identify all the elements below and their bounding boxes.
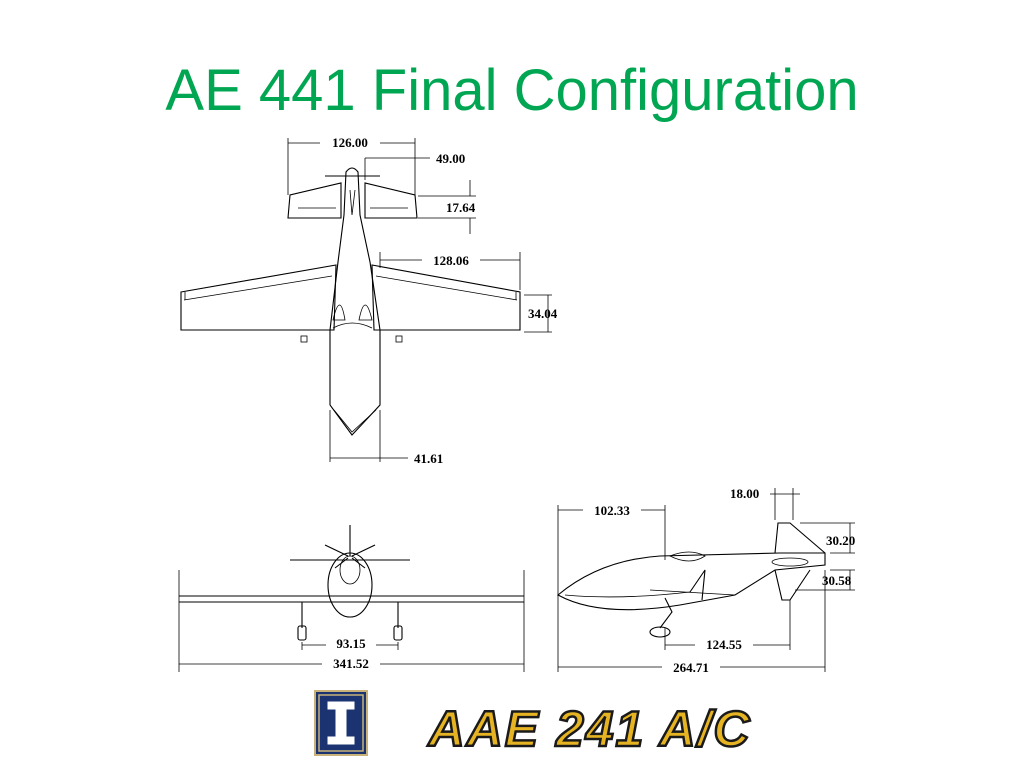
slide-title: AE 441 Final Configuration xyxy=(165,58,859,123)
university-logo xyxy=(314,690,368,756)
block-i-icon xyxy=(318,694,364,752)
dim-tail-root: 49.00 xyxy=(436,151,465,166)
dim-nose-to-tail: 102.33 xyxy=(594,503,630,518)
dim-tail-chord-side: 18.00 xyxy=(730,486,759,501)
dim-overall-length: 264.71 xyxy=(673,660,709,675)
dim-wing-semispan: 128.06 xyxy=(433,253,469,268)
top-view: 126.00 49.00 17.64 128.06 34.04 41.61 xyxy=(180,135,558,466)
aae-banner-logo: AAE 241 A/C xyxy=(425,700,751,756)
dim-vtail-top: 30.20 xyxy=(826,533,855,548)
dim-tail-span: 126.00 xyxy=(332,135,368,150)
dim-fuselage-width: 41.61 xyxy=(414,451,443,466)
dim-wingspan: 341.52 xyxy=(333,656,369,671)
side-view: 102.33 18.00 30.20 30.58 124.55 264.71 xyxy=(557,486,855,675)
dim-wing-chord: 34.04 xyxy=(528,306,558,321)
front-view: 93.15 341.52 xyxy=(178,525,525,672)
dim-gear-to-tail: 124.55 xyxy=(706,637,742,652)
dim-gear-track: 93.15 xyxy=(336,636,366,651)
banner-text: AAE 241 A/C xyxy=(426,701,751,756)
dim-tail-chord: 17.64 xyxy=(446,200,476,215)
dim-vtail-bottom: 30.58 xyxy=(822,573,852,588)
